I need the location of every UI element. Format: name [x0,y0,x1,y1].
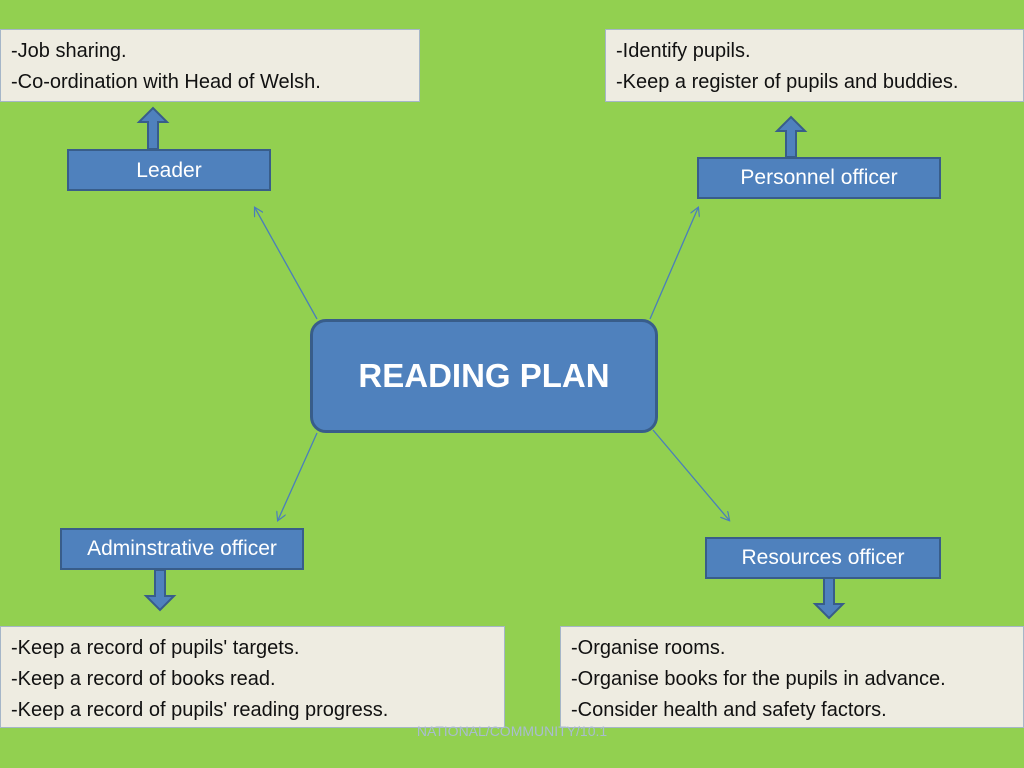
arrow-up-leader-icon [136,106,170,150]
resources-officer-label: Resources officer [741,546,905,569]
note-line: -Identify pupils. [616,40,751,62]
note-line: -Organise books for the pupils in advanc… [571,668,946,690]
administrative-officer-box: Adminstrative officer [60,528,304,570]
connector-resources [652,429,729,520]
personnel-notes: -Identify pupils. -Keep a register of pu… [605,29,1024,102]
leader-label: Leader [136,159,202,182]
resources-notes: -Organise rooms. -Organise books for the… [560,626,1024,728]
connector-admin [278,432,318,520]
administrative-officer-label: Adminstrative officer [87,537,277,560]
personnel-officer-box: Personnel officer [697,157,941,199]
note-line: -Keep a register of pupils and buddies. [616,71,959,93]
reading-plan-node: READING PLAN [310,319,658,433]
note-line: -Consider health and safety factors. [571,699,887,721]
arrow-up-personnel-icon [774,115,808,158]
note-line: -Keep a record of pupils' targets. [11,637,300,659]
personnel-officer-label: Personnel officer [740,166,898,189]
note-line: -Co-ordination with Head of Welsh. [11,71,321,93]
note-line: -Job sharing. [11,40,127,62]
resources-officer-box: Resources officer [705,537,941,579]
admin-notes: -Keep a record of pupils' targets. -Keep… [0,626,505,728]
footer-reference: NATIONAL/COMMUNITY/10.1 [416,723,608,739]
connector-personnel [649,208,698,320]
arrow-down-admin-icon [143,569,177,612]
reading-plan-title: READING PLAN [358,357,610,394]
note-line: -Keep a record of pupils' reading progre… [11,699,389,721]
arrow-down-resources-icon [812,577,846,620]
connector-leader [255,208,318,320]
note-line: -Keep a record of books read. [11,668,276,690]
leader-box: Leader [67,149,271,191]
note-line: -Organise rooms. [571,637,726,659]
leader-notes: -Job sharing. -Co-ordination with Head o… [0,29,420,102]
